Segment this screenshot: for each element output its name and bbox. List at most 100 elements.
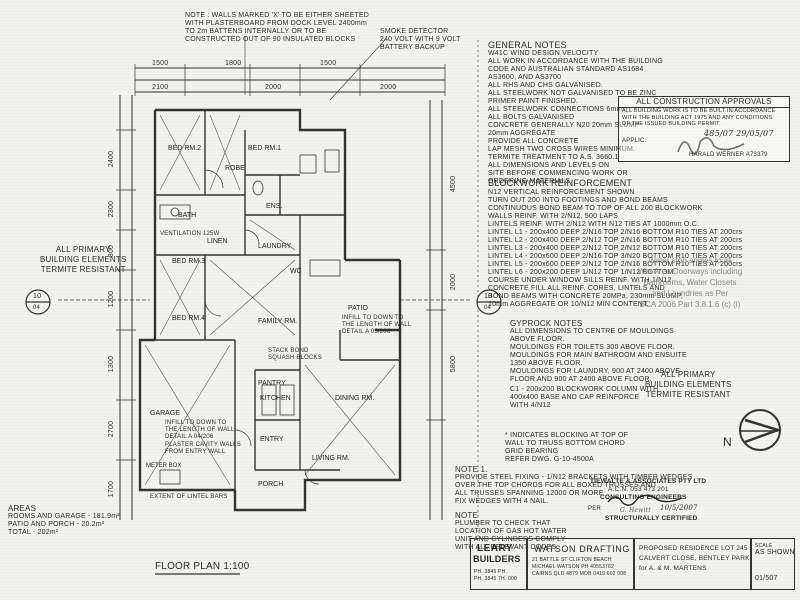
- room-bath: BATH: [178, 212, 197, 219]
- general-notes-line: TERMITE TREATMENT TO A.S. 3660.1: [488, 154, 619, 161]
- outer-walls: [138, 108, 402, 512]
- section-left-num: 10: [33, 293, 42, 300]
- project-line: for A. & M. MARTENS: [639, 565, 707, 572]
- plumber-note-line: PLUMBER TO CHECK THAT: [455, 520, 551, 527]
- dim-top2-3: 2000: [380, 84, 397, 91]
- areas-title: AREAS: [8, 504, 37, 513]
- gyprock-line: ABOVE FLOOR.: [510, 336, 565, 343]
- room-entry: ENTRY: [260, 436, 284, 443]
- walls-note: NOTE : WALLS MARKED 'X' TO BE EITHER SHE…: [185, 12, 369, 44]
- dim-top2-2: 2000: [265, 84, 282, 91]
- general-notes-line: ALL RHS AND CHS GALVANISED.: [488, 82, 603, 89]
- gyprock-line: MOULDINGS FOR TOILETS 300 ABOVE FLOOR.: [510, 344, 675, 351]
- primary-left-line: ALL PRIMARY: [55, 245, 111, 254]
- blockwork-line: N12 VERTICAL REINFORCEMENT SHOWN: [488, 189, 635, 196]
- room-bed-2: BED RM.2: [168, 145, 202, 152]
- wet-area-line: Wet Area Doorways including: [637, 267, 743, 276]
- general-notes-line: W41C WIND DESIGN VELOCITY: [488, 50, 599, 57]
- stack-bond-line: STACK BOND: [268, 348, 309, 354]
- plumber-note-line: UNIT AND CYLINDERS COMPLY: [455, 536, 566, 543]
- walls-note-line: TO 2m BATTENS INTERNALLY OR TO BE: [185, 28, 327, 35]
- note-1: NOTE 1. PROVIDE STEEL FIXING - 1/N12 BRA…: [455, 466, 693, 506]
- primary-right-line: BUILDING ELEMENTS: [645, 380, 732, 389]
- room-wc: WC: [290, 268, 302, 275]
- blockwork-line: LINTEL L2 - 200x400 DEEP 2/N12 TOP 2/N16…: [488, 237, 743, 244]
- blockwork-line: LINTEL L1 - 200x400 DEEP 2/N16 TOP 2/N16…: [488, 229, 743, 236]
- areas-block: AREAS ROOMS AND GARAGE - 181.9m² PATIO A…: [8, 505, 120, 537]
- note-1-line: ALL TRUSSES SPANNING 12000 OR MORE: [455, 490, 604, 497]
- blocking-note-line: * INDICATES BLOCKING AT TOP OF: [505, 432, 629, 439]
- general-notes-line: SITE BEFORE COMMENCING WORK OR: [488, 170, 628, 177]
- smoke-note-line: BATTERY BACKUP: [380, 44, 446, 51]
- gyprock-line: 1350 ABOVE FLOOR.: [510, 360, 583, 367]
- general-notes-line: ALL BOLTS GALVANISED: [488, 114, 575, 121]
- builder-phone: PH. 3845 PH.: [474, 569, 507, 575]
- scale-value: AS SHOWN: [755, 549, 795, 556]
- primary-right-line: ALL PRIMARY: [660, 370, 716, 379]
- approvals-title: ALL CONSTRUCTION APPROVALS: [619, 97, 789, 108]
- wet-area-line: Bathrooms, Water Closets: [643, 278, 737, 287]
- scale-label: SCALE: [755, 543, 773, 549]
- general-notes-line: LAP MESH TWO CROSS WIRES MINIMUM.: [488, 146, 636, 153]
- builder-logo-line: LEARY: [477, 543, 514, 554]
- dim-left-1: 2400: [108, 150, 116, 168]
- leader-smoke-note: [329, 39, 386, 101]
- room-kitchen: KITCHEN: [260, 395, 291, 402]
- plaster-note-line: FROM ENTRY WALL: [165, 449, 226, 455]
- section-right-num: 10: [484, 293, 493, 300]
- room-robe: ROBE: [225, 165, 245, 172]
- gyprock-line: ALL DIMENSIONS TO CENTRE OF MOULDINGS: [510, 328, 675, 335]
- dim-left-6: 2700: [108, 420, 116, 438]
- note-1-line: PROVIDE STEEL FIXING - 1/N12 BRACKETS WI…: [455, 474, 693, 481]
- stack-bond-note: STACK BOND SQUASH BLOCKS: [268, 348, 322, 362]
- dim-top-3: 1500: [320, 60, 337, 67]
- drafting-line: 21 BATTLE ST CLIFTON BEACH: [532, 557, 612, 563]
- plumber-note: NOTE PLUMBER TO CHECK THAT LOCATION OF G…: [455, 512, 567, 552]
- dim-right-3: 5800: [450, 355, 458, 373]
- room-porch: PORCH: [258, 481, 284, 488]
- dim-right-2: 2000: [450, 273, 458, 291]
- engineer-company: TIEWALTE & ASSOCIATES PTY LTD: [590, 478, 707, 485]
- blockwork-line: LINTEL L6 - 200x200 DEEP 1/N12 TOP 1/N12…: [488, 269, 674, 276]
- approvals-line: ALL BUILDING WORK IS TO BE BUILT IN ACCO…: [622, 108, 776, 114]
- walls-note-line: CONSTRUCTED OUT OF 90 INSULATED BLOCKS: [185, 36, 356, 43]
- engineer-role: CONSULTING ENGINEERS: [600, 494, 687, 501]
- column-note: C1 - 200x200 BLOCKWORK COLUMN WITH 400x4…: [510, 386, 658, 410]
- smoke-note-line: SMOKE DETECTOR: [380, 28, 449, 35]
- builder-logo-line: BUILDERS: [473, 554, 521, 564]
- blockwork-line: LINTEL L5 - 200x600 DEEP 2/N12 TOP 2/N16…: [488, 261, 743, 268]
- note-1-title: NOTE 1.: [455, 465, 488, 474]
- column-note-line: C1 - 200x200 BLOCKWORK COLUMN WITH: [510, 386, 659, 393]
- construction-approvals-stamp: ALL CONSTRUCTION APPROVALS ALL BUILDING …: [618, 96, 790, 162]
- room-bed-1: BED RM.1: [248, 145, 282, 152]
- engineer-acn: A.C.N. 053 473 201: [608, 486, 669, 493]
- fixtures: [159, 149, 341, 485]
- blockwork-line: 10mm AGGREGATE OR 10/N12 MIN CONTENT.: [488, 301, 649, 308]
- wet-area-line: BCA 2006 Part 3.8.1.6 (c) (i): [639, 300, 741, 309]
- patio-note-line: DETAIL A 05/206: [342, 329, 391, 335]
- blocking-note-line: GRID BEARING: [505, 448, 559, 455]
- primary-elements-right: ALL PRIMARY BUILDING ELEMENTS TERMITE RE…: [645, 370, 732, 400]
- section-left-sheet: 04: [33, 305, 41, 311]
- blockwork-line: WALLS REINF. WITH 2/N12, 500 LAPS: [488, 213, 619, 220]
- general-notes-line: ALL STEELWORK CONNECTIONS 6mm: [488, 106, 623, 113]
- lintel-extent-note: EXTENT OF LINTEL BARS: [150, 494, 228, 500]
- blockwork-line: LINTEL L3 - 200x400 DEEP 2/N12 TOP 2/N12…: [488, 245, 743, 252]
- drafting-name: WATSON DRAFTING: [534, 544, 630, 554]
- areas-line: PATIO AND PORCH - 20.2m²: [8, 521, 105, 528]
- gyprock-line: FLOOR AND 900 AT 2400 ABOVE FLOOR.: [510, 376, 652, 383]
- room-living: LIVING RM.: [312, 455, 350, 462]
- general-notes-line: 20mm AGGREGATE: [488, 130, 556, 137]
- blockwork-line: TURN OUT 200 INTO FOOTINGS AND BOND BEAM…: [488, 197, 668, 204]
- general-notes-line: AS3600, AND AS3700: [488, 74, 562, 81]
- meter-box-label: METER BOX: [146, 463, 182, 469]
- gyprock-line: MOULDINGS FOR LAUNDRY, 900 AT 2400 ABOVE: [510, 368, 681, 375]
- blockwork-line: BOND BEAMS WITH CONCRETE 20MPa, 230mm SL…: [488, 293, 683, 300]
- blockwork-line: COURSE UNDER WINDOW SILLS REINF. WITH 1/…: [488, 277, 672, 284]
- approvals-applic-label: APPLIC.: [622, 138, 647, 144]
- note-1-line: FIX WEDGES WITH 4 NAIL.: [455, 498, 549, 505]
- areas-line: TOTAL - 202m²: [8, 529, 59, 536]
- note-1-line: OVER THE TOP CHORDS FOR ALL BOXED TRUSSE…: [455, 482, 657, 489]
